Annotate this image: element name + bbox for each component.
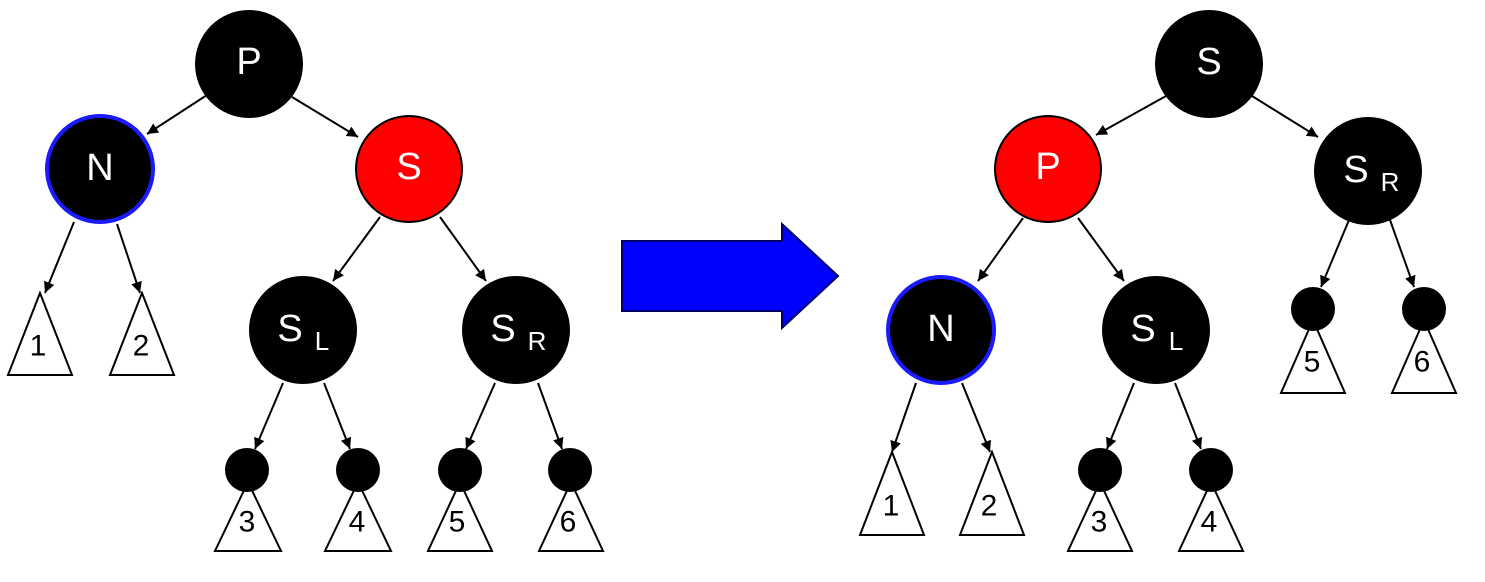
subtree-5: 5: [1279, 317, 1347, 394]
nil-leaf: [1189, 448, 1233, 492]
edge-n-t1: [890, 382, 917, 453]
svg-text:N: N: [927, 308, 954, 350]
svg-text:L: L: [315, 326, 329, 356]
svg-text:3: 3: [1091, 506, 1108, 539]
edge-n-t2: [116, 223, 142, 294]
svg-text:S: S: [1130, 308, 1155, 350]
subtree-1: 1: [6, 290, 74, 376]
edge-n-t2: [961, 382, 991, 453]
node-n: N: [45, 114, 155, 224]
after-tree: 1 2 3 4 5 6 S: [858, 10, 1458, 552]
node-n: N: [886, 275, 996, 385]
edge-sl-leaf3: [1106, 382, 1135, 450]
svg-text:S: S: [490, 308, 515, 350]
node-sl: S L: [249, 276, 357, 384]
nil-leaf: [225, 448, 269, 492]
edge-p-n: [977, 217, 1024, 282]
svg-text:P: P: [236, 41, 261, 83]
subtree-3: 3: [213, 479, 283, 552]
subtree-2: 2: [958, 449, 1026, 536]
node-s: S: [355, 115, 463, 223]
edge-sr-leaf5: [465, 382, 496, 450]
svg-text:P: P: [1035, 146, 1060, 188]
svg-text:4: 4: [1201, 506, 1218, 539]
edge-p-sl: [1077, 217, 1125, 282]
subtree-5: 5: [426, 479, 494, 552]
subtree-3: 3: [1066, 479, 1134, 552]
svg-text:S: S: [1343, 149, 1368, 191]
edge-s-sr: [1251, 95, 1319, 138]
nil-leaf: [1078, 448, 1122, 492]
svg-text:4: 4: [349, 506, 366, 539]
svg-text:R: R: [528, 326, 547, 356]
node-p: P: [994, 115, 1102, 223]
svg-text:1: 1: [30, 330, 47, 363]
before-tree: 1 2 3 4 5 6 P: [6, 10, 605, 552]
svg-text:L: L: [1169, 326, 1183, 356]
svg-text:5: 5: [449, 506, 466, 539]
nil-leaf: [548, 448, 592, 492]
svg-text:6: 6: [1414, 346, 1431, 379]
subtree-4: 4: [1177, 479, 1245, 552]
subtree-6: 6: [1390, 317, 1458, 394]
edge-sr-leaf6: [537, 382, 564, 450]
right-arrow-icon: [621, 221, 840, 331]
edge-s-p: [1095, 95, 1167, 136]
edge-p-n: [146, 94, 208, 135]
svg-text:1: 1: [883, 490, 900, 523]
subtree-6: 6: [537, 479, 605, 552]
node-s: S: [1155, 10, 1263, 118]
svg-text:6: 6: [560, 506, 577, 539]
edge-n-t1: [44, 221, 75, 294]
svg-text:5: 5: [1304, 346, 1321, 379]
nil-leaf: [336, 448, 380, 492]
svg-text:S: S: [396, 146, 421, 188]
edge-sl-leaf3: [254, 382, 284, 450]
edge-sr-leaf5: [1320, 219, 1350, 288]
svg-text:S: S: [1196, 41, 1221, 83]
edge-s-sr: [439, 216, 487, 282]
node-sr: S R: [1314, 117, 1422, 225]
nil-leaf: [438, 448, 482, 492]
edge-p-s: [291, 96, 359, 138]
node-p: P: [195, 10, 303, 118]
svg-text:2: 2: [981, 490, 998, 523]
node-sr: S R: [462, 276, 570, 384]
svg-text:3: 3: [239, 506, 256, 539]
nil-leaf: [1291, 287, 1335, 331]
svg-text:S: S: [277, 308, 302, 350]
svg-text:R: R: [1381, 167, 1400, 197]
subtree-1: 1: [858, 449, 926, 536]
subtree-4: 4: [323, 479, 393, 552]
edge-s-sl: [332, 216, 381, 282]
edge-sr-leaf6: [1389, 219, 1416, 288]
svg-text:N: N: [86, 147, 113, 189]
nil-leaf: [1402, 287, 1446, 331]
subtree-2: 2: [108, 290, 176, 376]
edge-sl-leaf4: [1174, 382, 1203, 450]
edge-sl-leaf4: [323, 382, 352, 450]
node-sl: S L: [1102, 276, 1210, 384]
svg-text:2: 2: [133, 330, 150, 363]
